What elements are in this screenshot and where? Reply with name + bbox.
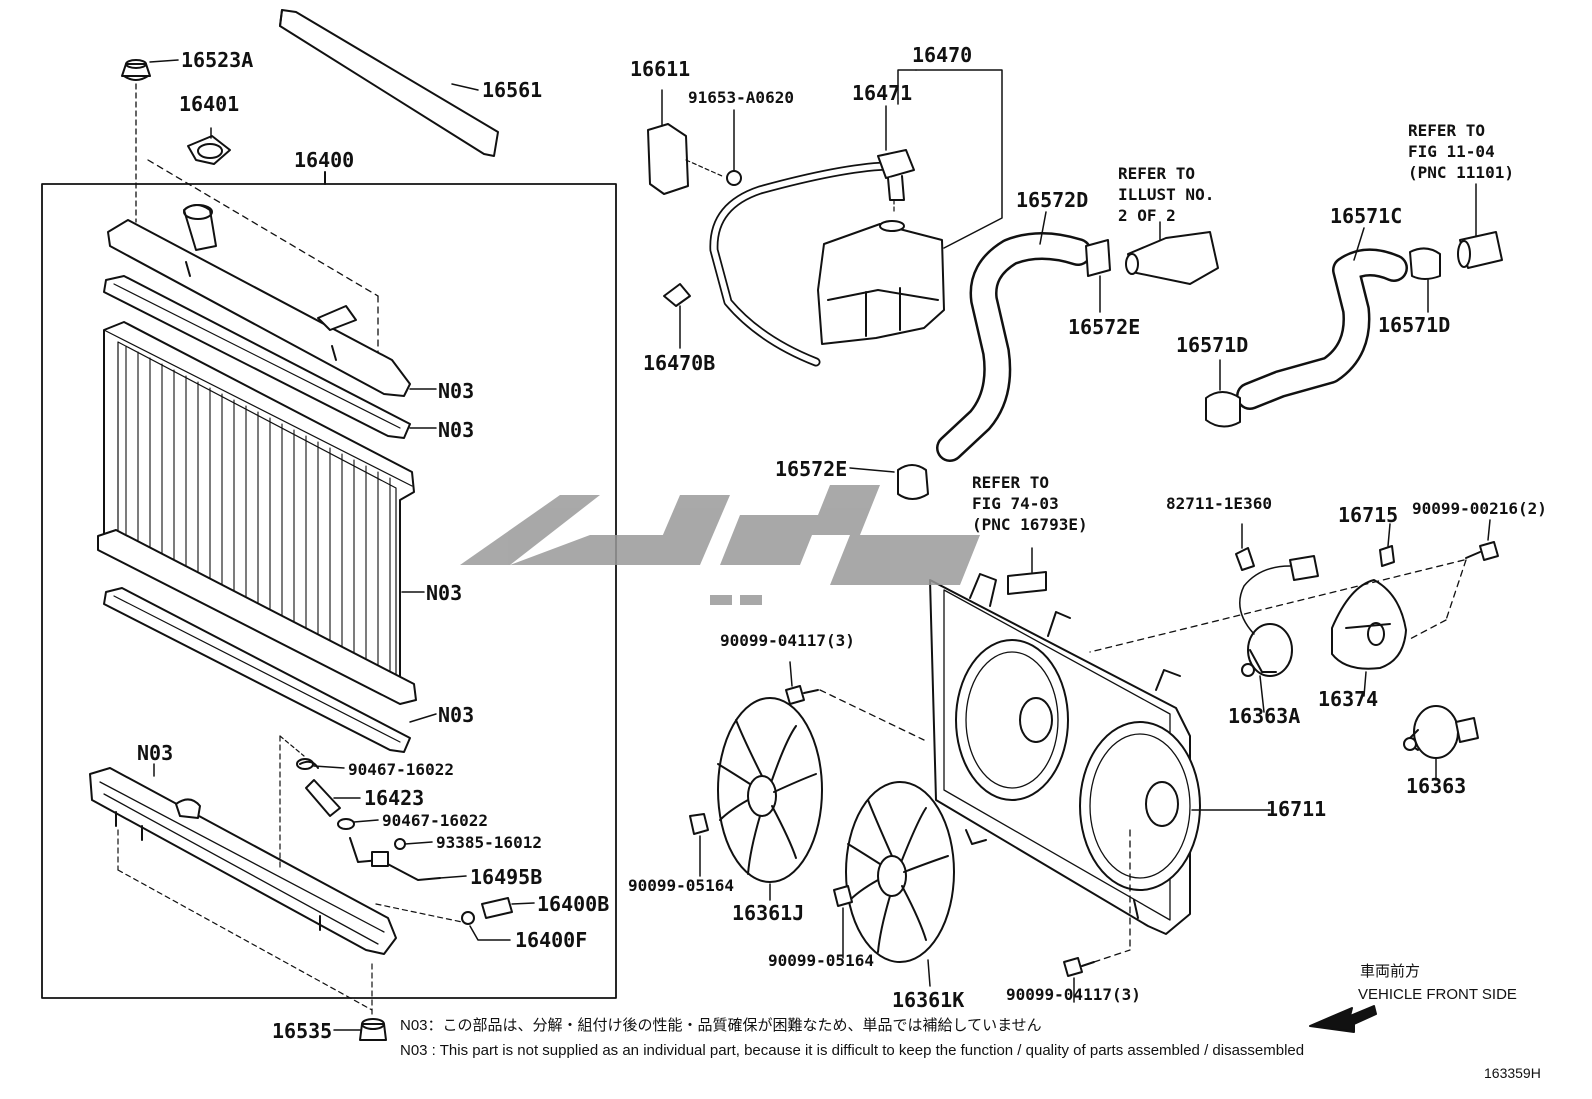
fan-16361j	[717, 697, 823, 883]
seal-16561	[279, 9, 499, 157]
hose-16423	[305, 779, 341, 817]
cap-16471	[877, 149, 915, 179]
nut-90099-05164-mid	[833, 885, 853, 907]
label-16523a: 16523A	[181, 48, 254, 72]
clamp-16572e-lower	[897, 464, 929, 500]
label-16711: 16711	[1266, 797, 1327, 821]
direction-en: VEHICLE FRONT SIDE	[1358, 986, 1517, 1003]
label-16611: 16611	[630, 57, 691, 81]
motor-shroud-16374	[1331, 579, 1407, 670]
reference-fig-11-04: REFER TO FIG 11-04 (PNC 11101)	[1408, 121, 1514, 182]
label-16374: 16374	[1318, 687, 1379, 711]
radiator-cap-16401	[187, 135, 231, 165]
label-16571d-left: 16571D	[1176, 333, 1249, 357]
label-16361k: 16361K	[892, 988, 965, 1012]
label-91653: 91653-A0620	[688, 88, 794, 107]
lower-tank	[89, 767, 397, 955]
reservoir-16470	[817, 220, 945, 345]
label-16471: 16471	[852, 81, 913, 105]
label-90099-04117-top: 90099-04117(3)	[720, 631, 855, 650]
group-box-16400	[41, 183, 617, 999]
label-90099-05164-left: 90099-05164	[628, 876, 734, 895]
bracket-16611	[647, 123, 689, 195]
clip-16715	[1379, 545, 1395, 567]
label-93385: 93385-16012	[436, 833, 542, 852]
label-90099-00216: 90099-00216(2)	[1412, 499, 1547, 518]
label-16572e-bottom: 16572E	[775, 457, 848, 481]
label-16400: 16400	[294, 148, 355, 172]
label-16561: 16561	[482, 78, 543, 102]
clamp-16571d-right	[1409, 247, 1441, 280]
label-n03-1: N03	[438, 379, 475, 403]
upper-tank	[107, 204, 411, 397]
label-90099-04117-bottom: 90099-04117(3)	[1006, 985, 1141, 1004]
bolt-90099-00216	[1465, 541, 1499, 561]
label-16535: 16535	[272, 1019, 333, 1043]
label-90099-05164-mid: 90099-05164	[768, 951, 874, 970]
clamp-16572e-upper	[1085, 239, 1111, 277]
reference-illust: REFER TO ILLUST NO. 2 OF 2	[1118, 164, 1215, 225]
radiator-core	[97, 321, 417, 705]
clip-16470b	[663, 283, 691, 307]
front-direction-arrow	[1309, 1005, 1377, 1033]
clamp-82711	[1235, 547, 1255, 571]
fan-motor-16363	[1403, 705, 1479, 759]
bolt-90099-04117-top	[785, 685, 819, 705]
label-16715: 16715	[1338, 503, 1399, 527]
fan-motor-16363a	[1239, 555, 1319, 677]
label-16400b: 16400B	[537, 892, 610, 916]
fan-16361k	[845, 781, 955, 963]
lower-gasket	[103, 587, 411, 753]
water-outlet	[1127, 231, 1219, 285]
label-16423: 16423	[364, 786, 425, 810]
direction-jp: 車両前方	[1360, 963, 1421, 980]
label-16363a: 16363A	[1228, 704, 1301, 728]
plug-16523a	[121, 59, 151, 81]
label-16572d: 16572D	[1016, 188, 1089, 212]
note-jp: N03：この部品は、分解・組付け後の性能・品質確保が困難なため、単品では補給して…	[400, 1017, 1042, 1034]
label-16400f: 16400F	[515, 928, 588, 952]
fan-shroud-16711	[929, 573, 1201, 935]
watermark-logo	[460, 485, 980, 605]
label-90467-a: 90467-16022	[348, 760, 454, 779]
label-n03-2: N03	[438, 418, 475, 442]
figure-id: 163359H	[1484, 1065, 1541, 1081]
note-en: N03 : This part is not supplied as an in…	[400, 1042, 1305, 1059]
label-16572e-top: 16572E	[1068, 315, 1141, 339]
label-90467-b: 90467-16022	[382, 811, 488, 830]
drain-cock-16400b	[481, 897, 513, 919]
label-n03-5: N03	[137, 741, 174, 765]
label-16571d-right: 16571D	[1378, 313, 1451, 337]
clamp-16571d-left	[1205, 391, 1241, 428]
o-ring-16400f	[461, 911, 475, 925]
label-n03-4: N03	[438, 703, 475, 727]
label-82711: 82711-1E360	[1166, 494, 1272, 513]
label-16401: 16401	[179, 92, 240, 116]
label-16470b: 16470B	[643, 351, 716, 375]
label-16363: 16363	[1406, 774, 1467, 798]
label-16361j: 16361J	[732, 901, 805, 925]
upper-gasket	[103, 275, 411, 439]
label-16571c: 16571C	[1330, 204, 1403, 228]
bolt-90099-04117-bottom	[1063, 957, 1095, 977]
plug-16535	[359, 1018, 387, 1041]
label-plate	[1007, 571, 1047, 595]
label-n03-3: N03	[426, 581, 463, 605]
label-16495b: 16495B	[470, 865, 543, 889]
nut-90099-05164-left	[689, 813, 709, 835]
label-16470: 16470	[912, 43, 973, 67]
reference-fig-74-03: REFER TO FIG 74-03 (PNC 16793E)	[972, 473, 1088, 534]
